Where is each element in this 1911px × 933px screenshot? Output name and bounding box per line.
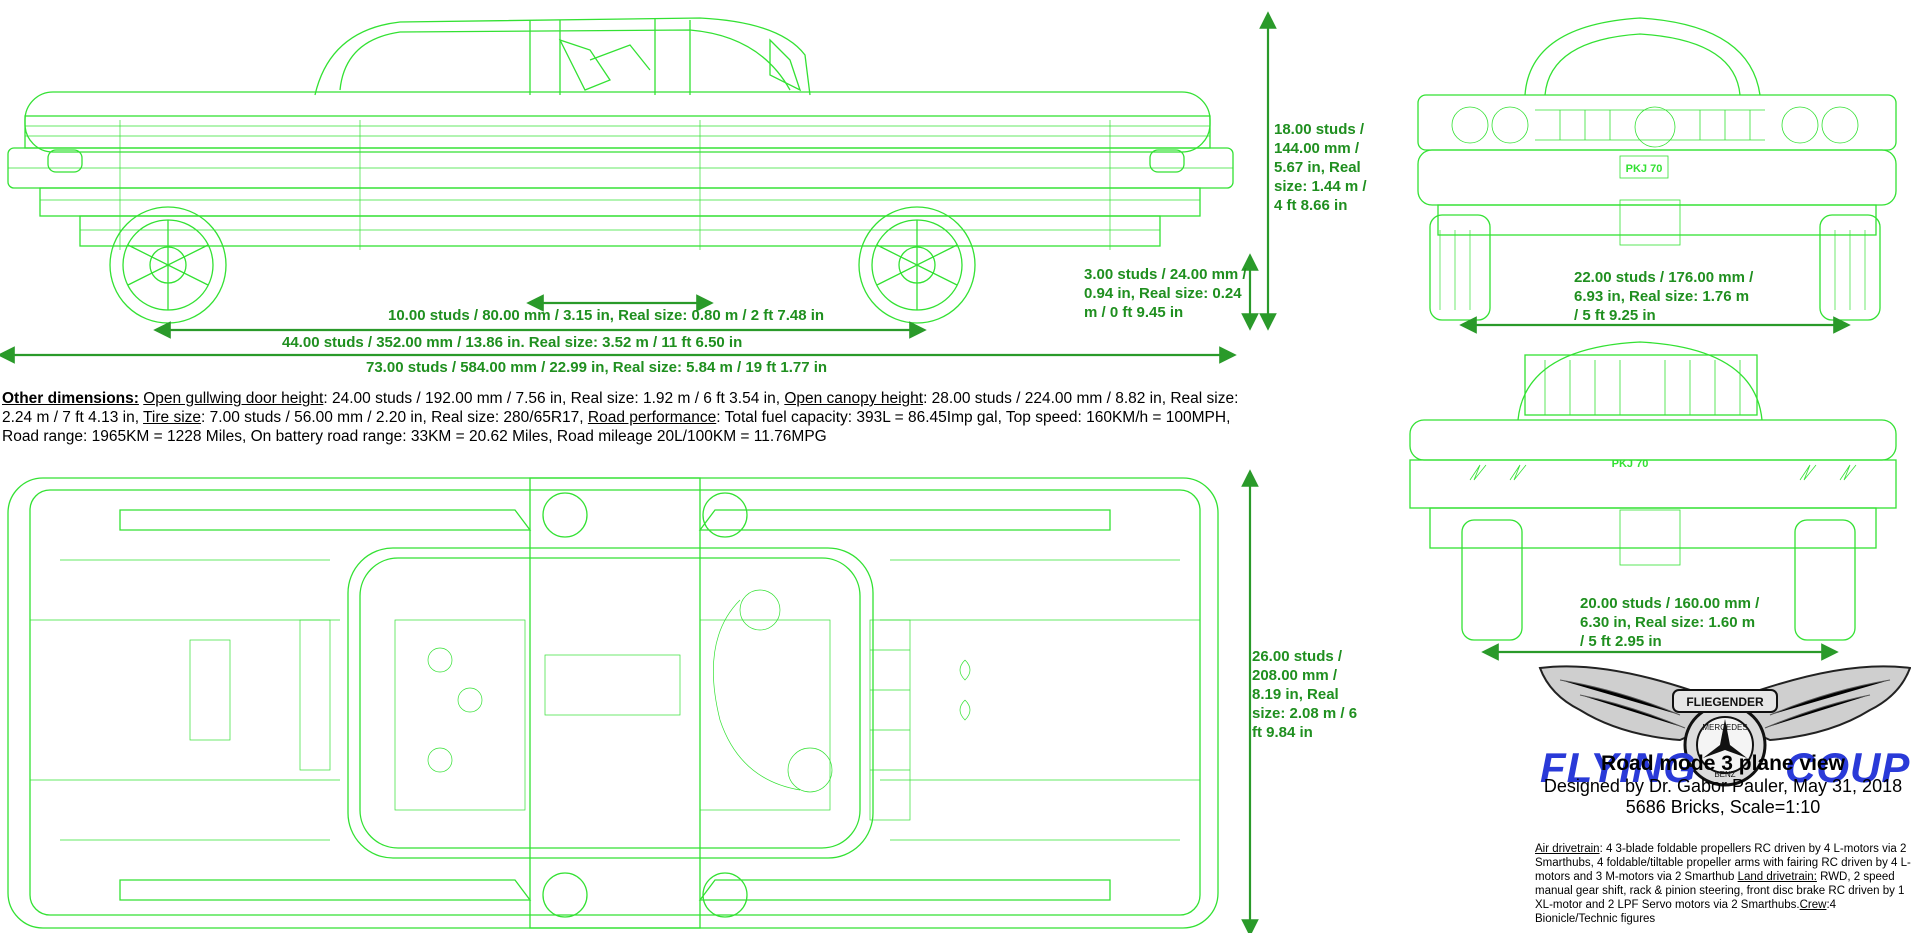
crew-value: :4 Bionicle/Technic figures [1535,899,1837,925]
side-view-drawing [7,17,1234,324]
tire-size-value: : 7.00 studs / 56.00 mm / 2.20 in, Real … [201,409,588,426]
ground-clearance-dimension: 3.00 studs / 24.00 mm / 0.94 in, Real si… [1084,266,1247,321]
other-dimensions-heading: Other dimensions: [2,390,139,407]
front-track-dimension: 22.00 studs / 176.00 mm / 6.93 in, Real … [1574,269,1754,324]
drivetrain-specs: Air drivetrain: 4 3-blade foldable prope… [1535,842,1911,926]
title-block: Road mode 3 plane view Designed by Dr. G… [1535,752,1911,818]
road-performance-label: Road performance [587,409,717,426]
wheelbase-dimension: 44.00 studs / 352.00 mm / 13.86 in. Real… [282,334,743,351]
logo-ring-bottom-text: BENZ [1714,770,1735,779]
door-height-value: : 24.00 studs / 192.00 mm / 7.56 in, Rea… [323,390,785,407]
side-front-wheel [109,206,227,324]
rear-license-plate: PKJ 70 [1612,458,1649,470]
width-dimension: 26.00 studs / 208.00 mm / 8.19 in, Real … [1252,648,1358,741]
designer-credit: Designed by Dr. Gabor Pauler, May 31, 20… [1543,776,1903,796]
air-drivetrain-value: : 4 3-blade foldable propellers RC drive… [1535,843,1911,883]
land-drivetrain-value: RWD, 2 speed manual gear shift, rack & p… [1535,871,1905,911]
logo-badge-text: FLIEGENDER [1686,695,1764,709]
air-drivetrain-label: Air drivetrain [1535,843,1600,855]
front-view-drawing [1417,17,1897,321]
rear-track-dimension: 20.00 studs / 160.00 mm / 6.30 in, Real … [1580,595,1760,650]
logo-word-flying: FLYING [1540,744,1697,791]
winged-star-emblem [1538,665,1911,787]
canopy-height-label: Open canopy height [784,390,924,407]
crew-label: Crew [1799,899,1827,911]
door-gap-dimension: 10.00 studs / 80.00 mm / 3.15 in, Real s… [388,307,825,324]
side-dimension-arrows [0,11,1277,364]
land-drivetrain-label: Land drivetrain: [1737,871,1817,883]
road-performance-value: : Total fuel capacity: 393L = 86.45Imp g… [2,409,1231,445]
tire-size-label: Tire size [143,409,202,426]
logo-word-coupe: COUPE [1785,744,1911,791]
rear-view-drawing [1409,341,1897,641]
logo-ring-top-text: MERCEDES [1702,723,1747,732]
front-license-plate: PKJ 70 [1626,163,1663,175]
canopy-height-value: : 28.00 studs / 224.00 mm / 8.82 in, Rea… [2,390,1239,426]
length-dimension: 73.00 studs / 584.00 mm / 22.99 in, Real… [366,359,828,376]
brick-count-scale: 5686 Bricks, Scale=1:10 [1625,797,1821,817]
door-height-label: Open gullwing door height [143,390,324,407]
top-view-drawing [7,477,1219,929]
height-dimension: 18.00 studs / 144.00 mm / 5.67 in, Real … [1274,121,1367,214]
side-rear-wheel [858,206,976,324]
other-dimensions-paragraph: Other dimensions: Open gullwing door hei… [2,389,1242,446]
drawing-title: Road mode 3 plane view [1601,752,1845,775]
